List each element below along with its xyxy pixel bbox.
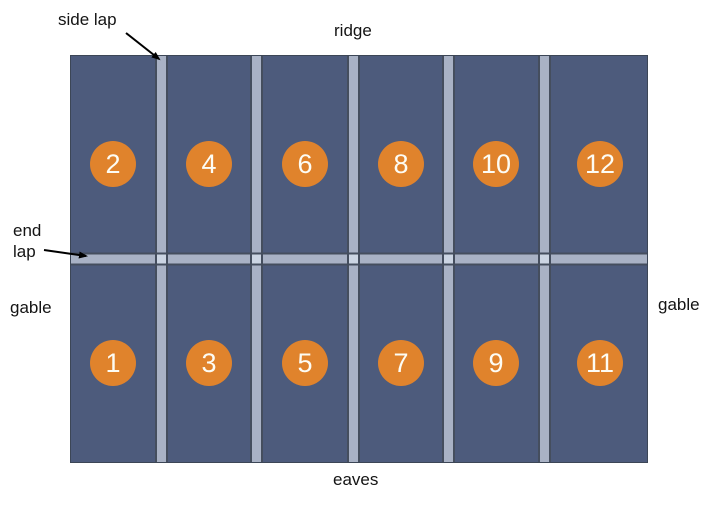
end-lap-label: end lap xyxy=(13,221,42,261)
sheet-number-badge: 4 xyxy=(186,141,232,187)
sheet-number-badge: 12 xyxy=(577,141,623,187)
lap-intersection xyxy=(347,254,360,264)
lap-intersection xyxy=(442,254,455,264)
sheet-number-badge: 6 xyxy=(282,141,328,187)
eaves-label: eaves xyxy=(333,470,379,489)
sheet-number-badge: 1 xyxy=(90,340,136,386)
lap-intersection xyxy=(538,254,551,264)
sheet-number-badge: 9 xyxy=(473,340,519,386)
side-lap-label: side lap xyxy=(58,10,117,29)
sheet-number-badge: 7 xyxy=(378,340,424,386)
sheet-number-badge: 3 xyxy=(186,340,232,386)
sheet-number-badge: 5 xyxy=(282,340,328,386)
lap-intersection xyxy=(250,254,263,264)
sheet-number-badge: 11 xyxy=(577,340,623,386)
ridge-label: ridge xyxy=(334,21,372,40)
gable-left-label: gable xyxy=(10,298,52,317)
sheet-number-badge: 10 xyxy=(473,141,519,187)
gable-right-label: gable xyxy=(658,295,700,314)
sheet-number-badge: 2 xyxy=(90,141,136,187)
sheet-number-badge: 8 xyxy=(378,141,424,187)
lap-intersection xyxy=(155,254,168,264)
roof-plan: 2 4 6 8 10 12 1 3 5 7 9 11 xyxy=(70,55,648,463)
